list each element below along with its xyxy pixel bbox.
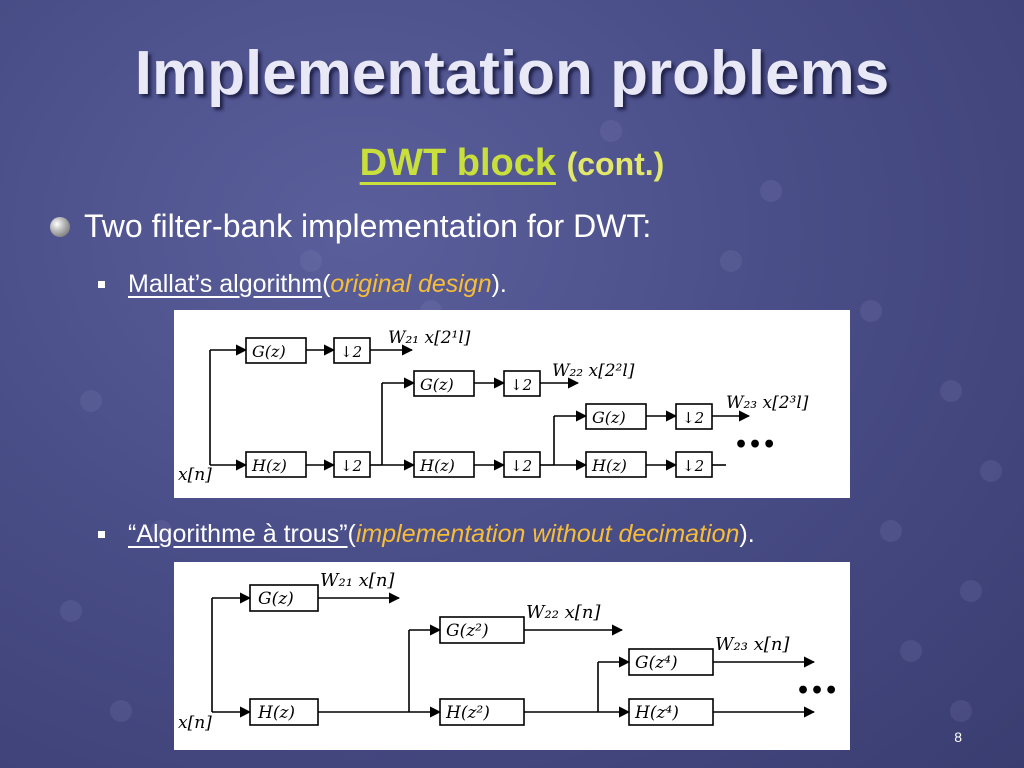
mallat-g-stage1: G(z) (252, 342, 286, 361)
mallat-down-h3: ↓2 (682, 457, 704, 475)
trous-ellipsis: ••• (796, 678, 838, 704)
sub-bullet-label: “Algorithme à trous” (128, 520, 348, 548)
mallat-output-2: W₂₂ x[2²l] (552, 361, 635, 381)
trous-output-3: W₂₃ x[n] (715, 634, 790, 655)
mallat-g-stage3: G(z) (592, 408, 626, 427)
trous-diagram: x[n] G(z) H(z) W₂₁ x[n] G(z²) H(z²) W₂₂ … (174, 562, 850, 750)
subtitle-highlight: DWT block (359, 142, 556, 184)
sub-bullet-note: original design (330, 270, 492, 298)
mallat-output-3: W₂₃ x[2³l] (726, 393, 809, 413)
mallat-down-g3: ↓2 (682, 409, 704, 427)
sub-bullet-note: implementation without decimation (355, 520, 740, 548)
paren-close: ). (491, 270, 507, 298)
page-number: 8 (954, 729, 962, 745)
mallat-h-stage3: H(z) (591, 456, 627, 475)
mallat-g-stage2: G(z) (420, 375, 454, 394)
mallat-input-label: x[n] (178, 465, 212, 485)
paren-open: ( (322, 270, 331, 298)
mallat-h-stage2: H(z) (419, 456, 455, 475)
slide-subtitle: DWT block (cont.) (0, 142, 1024, 185)
mallat-down-g2: ↓2 (510, 376, 532, 394)
square-bullet-icon (98, 281, 105, 288)
sub-bullet-label: Mallat’s algorithm (128, 270, 323, 298)
sub-bullet-trous: “Algorithme à trous” (implementation wit… (98, 520, 755, 549)
mallat-output-1: W₂₁ x[2¹l] (388, 328, 471, 348)
square-bullet-icon (98, 531, 105, 538)
trous-g-stage3: G(z⁴) (635, 653, 678, 673)
mallat-h-stage1: H(z) (251, 456, 287, 475)
trous-g-stage1: G(z) (258, 589, 294, 609)
mallat-down-h2: ↓2 (510, 457, 532, 475)
paren-open: ( (347, 520, 356, 548)
sphere-bullet-icon (50, 216, 70, 237)
paren-close: ). (739, 520, 755, 548)
mallat-diagram: x[n] G(z) H(z) ↓2 ↓2 W₂₁ x[2¹l] G(z) H(z… (174, 310, 850, 498)
mallat-down-g1: ↓2 (340, 343, 362, 361)
mallat-down-h1: ↓2 (340, 457, 362, 475)
sub-bullet-mallat: Mallat’s algorithm (original design). (98, 270, 507, 299)
trous-output-1: W₂₁ x[n] (320, 570, 395, 591)
mallat-ellipsis: ••• (734, 432, 776, 458)
slide-title: Implementation problems (134, 39, 890, 108)
subtitle-rest: (cont.) (566, 146, 665, 182)
main-bullet-text: Two filter-bank implementation for DWT: (84, 208, 652, 244)
trous-g-stage2: G(z²) (446, 621, 489, 641)
main-bullet: Two filter-bank implementation for DWT: (50, 208, 651, 245)
trous-h-stage1: H(z) (257, 703, 295, 723)
trous-h-stage2: H(z²) (445, 703, 490, 723)
trous-output-2: W₂₂ x[n] (526, 602, 601, 623)
trous-h-stage3: H(z⁴) (634, 703, 679, 723)
trous-input-label: x[n] (178, 713, 212, 733)
